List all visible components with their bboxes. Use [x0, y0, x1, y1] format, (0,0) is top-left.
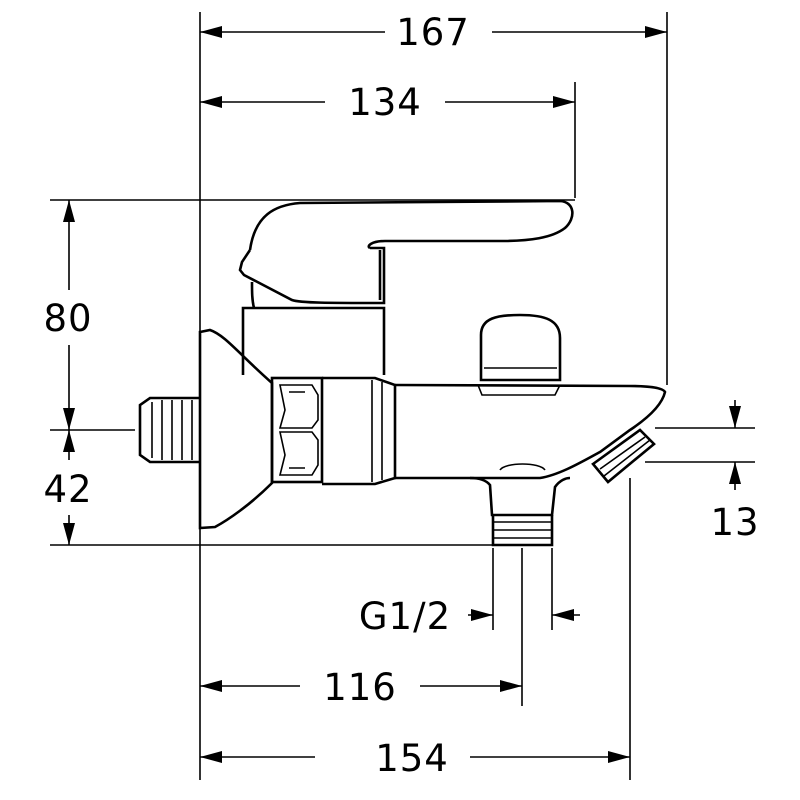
dimension-label-42: 42: [43, 468, 92, 511]
wall-thread-connector: [138, 396, 200, 464]
aerator: [591, 428, 656, 484]
dimension-label-134: 134: [348, 81, 422, 124]
hex-coupling-nut: [270, 376, 324, 484]
cartridge-housing: [241, 306, 386, 375]
dimension-label-80: 80: [43, 297, 92, 340]
diverter-knob: [479, 313, 562, 382]
lever-handle: [238, 199, 574, 309]
mixer-body: [322, 376, 397, 486]
wall-rosette: [198, 328, 274, 530]
spout: [394, 383, 667, 480]
dimension-label-g1-2: G1/2: [359, 595, 451, 638]
outlet-connector: [469, 463, 571, 547]
dimension-label-13: 13: [710, 501, 759, 544]
dimension-label-116: 116: [323, 666, 397, 709]
extension-lines: [50, 12, 755, 780]
dimension-lines: [63, 26, 741, 763]
faucet-outline: [138, 199, 667, 547]
dimension-label-167: 167: [396, 11, 470, 54]
dimension-label-154: 154: [375, 737, 449, 780]
